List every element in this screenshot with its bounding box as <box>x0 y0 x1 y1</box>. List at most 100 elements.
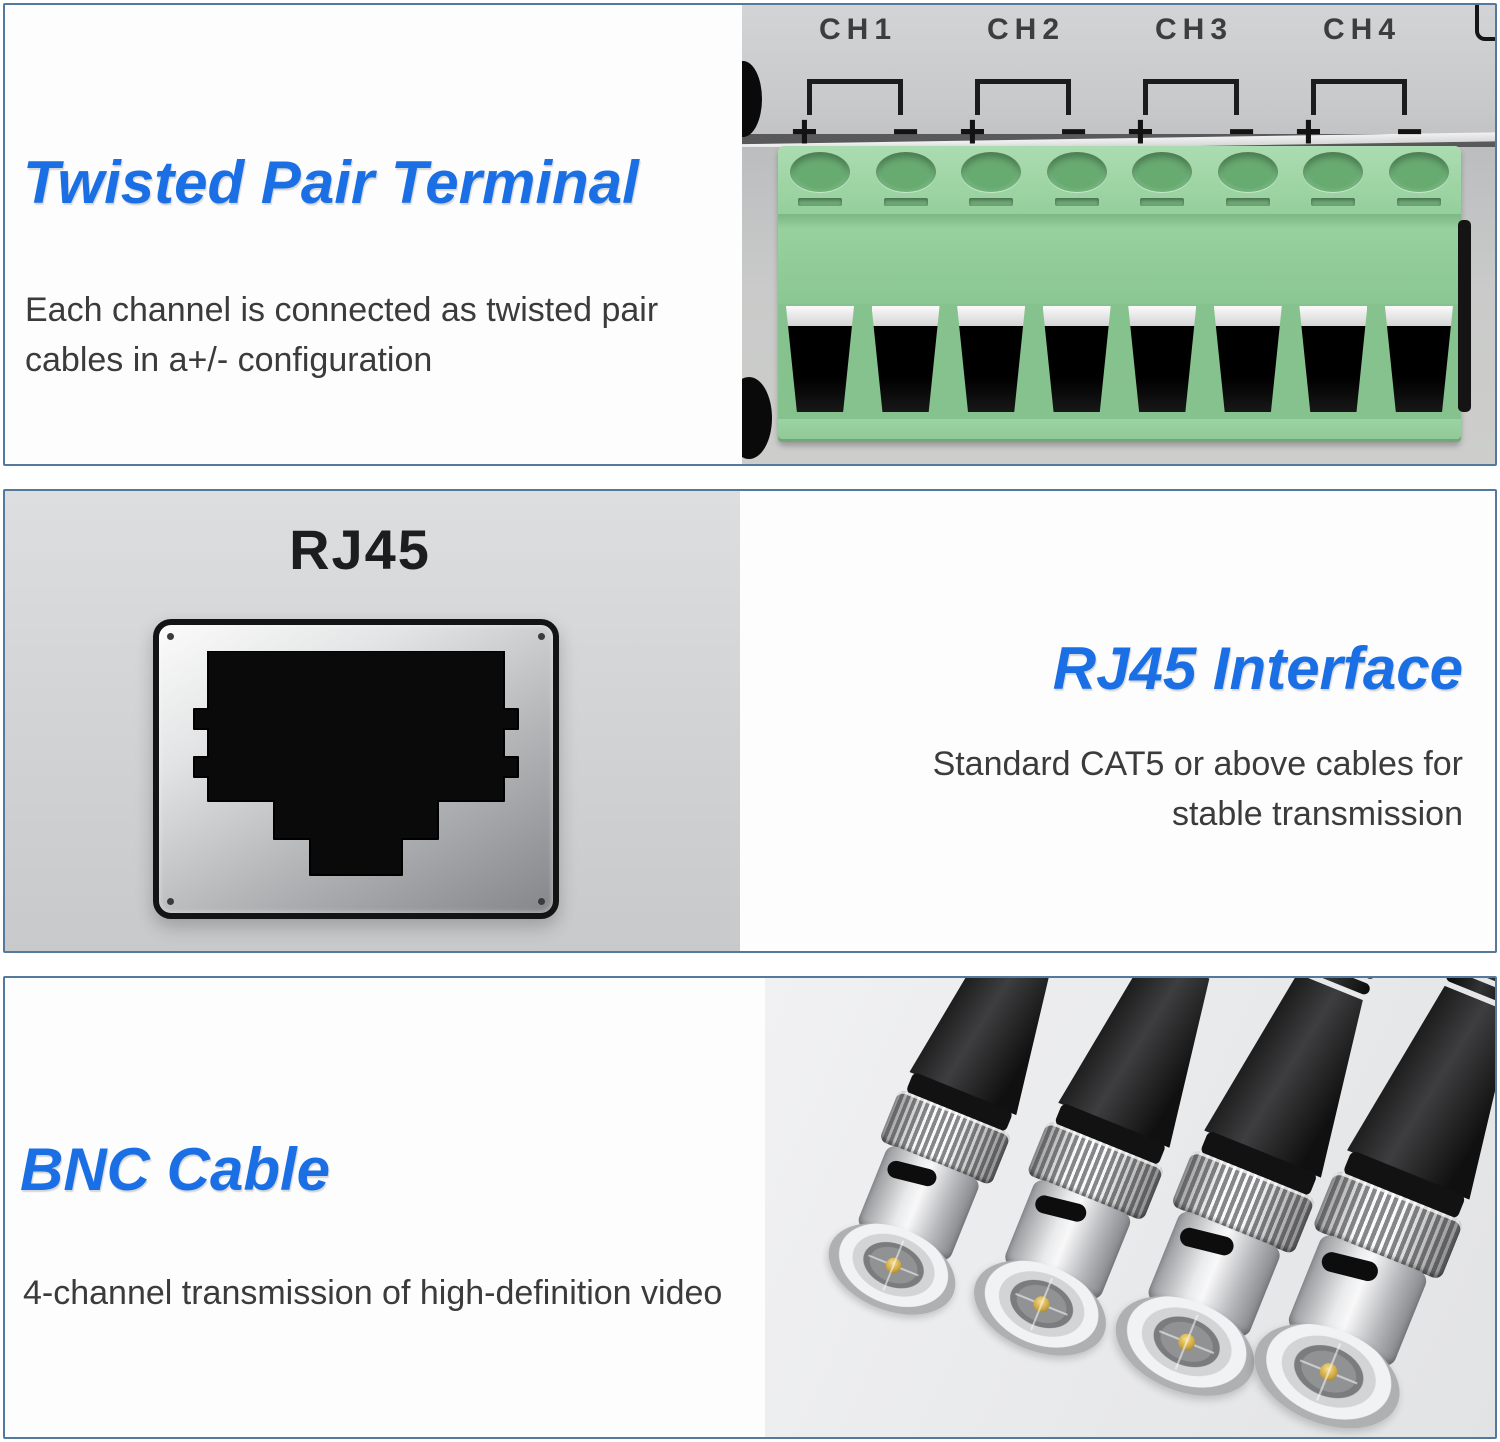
bnc-title: BNC Cable <box>20 1136 331 1203</box>
opening-cavity <box>1042 326 1111 412</box>
opening-cavity <box>1128 326 1197 412</box>
center-pin <box>1175 1330 1198 1353</box>
opening-cavity <box>871 326 940 412</box>
opening-highlight <box>871 306 940 326</box>
channel-bracket <box>807 79 903 115</box>
enclosure-corner-line <box>1475 5 1495 41</box>
wire-opening <box>871 306 940 412</box>
side-black-strip <box>1458 220 1471 412</box>
terminal-bottom-skirt <box>778 419 1461 442</box>
bnc-description: 4-channel transmission of high-definitio… <box>23 1268 722 1318</box>
terminal-screw-cell <box>788 150 852 214</box>
terminal-top-deck <box>778 146 1461 214</box>
center-pin <box>883 1255 904 1276</box>
wire-slot <box>1140 198 1185 206</box>
wire-opening <box>1042 306 1111 412</box>
bayonet-slot <box>1033 1193 1089 1224</box>
bezel-rivet <box>538 898 545 905</box>
terminal-screw-cell <box>1387 150 1451 214</box>
wire-slot <box>883 198 928 206</box>
bezel-rivet <box>167 898 174 905</box>
terminal-screw-cell <box>874 150 938 214</box>
twisted-pair-description: Each channel is connected as twisted pai… <box>25 285 658 385</box>
rj45-port-label: RJ45 <box>289 518 431 581</box>
twisted-pair-title: Twisted Pair Terminal <box>23 149 639 216</box>
terminal-screw-cell <box>1301 150 1365 214</box>
rj45-port-bezel <box>153 619 559 919</box>
screw-hole-oval <box>1046 152 1107 192</box>
opening-cavity <box>786 326 854 412</box>
screw-hole-oval <box>1303 152 1364 192</box>
channel-bracket <box>975 79 1071 115</box>
channel-group-ch4: CH4 + − <box>1281 13 1437 163</box>
terminal-screw-cell <box>1130 150 1194 214</box>
wire-slot <box>1054 198 1099 206</box>
opening-cavity <box>1384 326 1453 412</box>
rj45-port-photo: RJ45 <box>5 491 740 951</box>
bayonet-slot <box>885 1159 939 1188</box>
terminal-step-edge <box>778 214 1461 230</box>
opening-highlight <box>1128 306 1197 326</box>
panel-twisted-pair-terminal: Twisted Pair Terminal Each channel is co… <box>3 3 1497 466</box>
terminal-screw-cell <box>1045 150 1109 214</box>
wire-opening <box>1128 306 1197 412</box>
bayonet-slot <box>1178 1225 1236 1258</box>
center-pin <box>1317 1360 1341 1384</box>
channel-label: CH2 <box>986 13 1065 46</box>
channel-label: CH3 <box>1154 13 1233 46</box>
screw-hole-oval <box>961 152 1022 192</box>
opening-cavity <box>1299 326 1368 412</box>
opening-cavity <box>957 326 1026 412</box>
channel-group-ch1: CH1 + − <box>777 13 933 163</box>
channel-bracket <box>1311 79 1407 115</box>
screw-hole-oval <box>790 152 850 192</box>
terminal-screw-cell <box>1216 150 1280 214</box>
terminal-screw-cell <box>959 150 1023 214</box>
description-line: Each channel is connected as twisted pai… <box>25 291 659 329</box>
rj45-description: Standard CAT5 or above cables for stable… <box>933 739 1463 839</box>
center-pin <box>1031 1293 1053 1315</box>
opening-highlight <box>1042 306 1111 326</box>
bezel-rivet <box>167 633 174 640</box>
channel-group-ch2: CH2 + − <box>945 13 1101 163</box>
opening-highlight <box>1213 306 1282 326</box>
bezel-rivet <box>538 633 545 640</box>
wire-opening <box>957 306 1026 412</box>
opening-highlight <box>957 306 1026 326</box>
opening-highlight <box>1384 306 1453 326</box>
terminal-block-photo: CH1 + − CH2 + − CH3 + − CH4 + − <box>742 5 1495 464</box>
wire-slot <box>798 198 842 206</box>
screw-hole-oval <box>1217 152 1278 192</box>
wire-opening <box>1299 306 1368 412</box>
wire-slot <box>969 198 1014 206</box>
wire-opening <box>1213 306 1282 412</box>
opening-cavity <box>1213 326 1282 412</box>
screw-hole-oval <box>1388 152 1449 192</box>
panel-rj45-interface: RJ45 RJ45 Interface Standard CAT5 or abo… <box>3 489 1497 953</box>
screw-hole <box>742 61 762 137</box>
channel-label: CH1 <box>818 13 897 46</box>
wire-slot <box>1225 198 1270 206</box>
screw-hole-oval <box>875 152 936 192</box>
description-line: Standard CAT5 or above cables for <box>932 745 1463 783</box>
screw-hole-oval <box>1132 152 1193 192</box>
green-terminal-block <box>778 146 1461 442</box>
wire-slot <box>1311 198 1356 206</box>
rj45-jack-cavity <box>193 651 519 876</box>
wire-opening <box>786 306 854 412</box>
terminal-openings-row <box>778 304 1461 419</box>
description-line: cables in a+/- configuration <box>25 341 433 379</box>
channel-group-ch3: CH3 + − <box>1113 13 1269 163</box>
description-line: stable transmission <box>1171 795 1463 833</box>
description-line: 4-channel transmission of high-definitio… <box>23 1274 723 1312</box>
panel-bnc-cable: BNC Cable 4-channel transmission of high… <box>3 976 1497 1439</box>
opening-highlight <box>1299 306 1368 326</box>
wire-opening <box>1384 306 1453 412</box>
terminal-front-face <box>778 230 1461 304</box>
bayonet-slot <box>1319 1250 1380 1284</box>
channel-bracket <box>1143 79 1239 115</box>
bnc-connectors-photo <box>765 978 1495 1437</box>
metal-panel-face <box>742 5 1495 147</box>
rj45-title: RJ45 Interface <box>1052 635 1463 702</box>
